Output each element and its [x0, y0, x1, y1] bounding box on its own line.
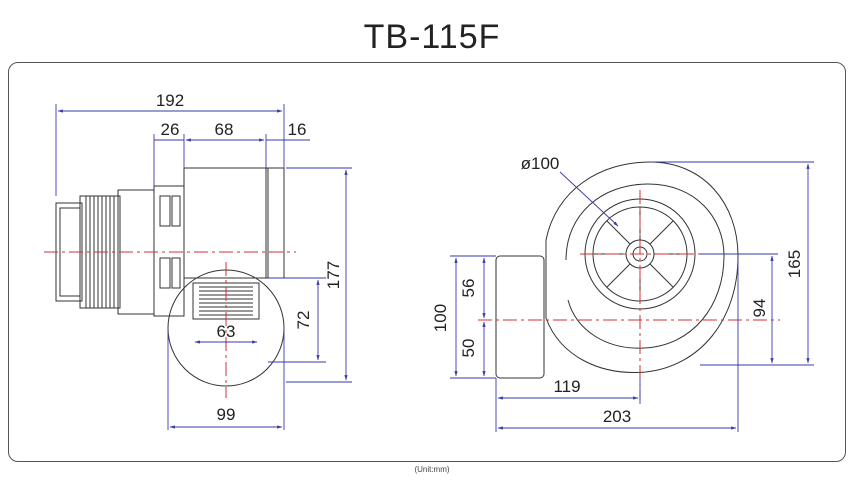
product-title: TB-115F	[363, 18, 501, 56]
dim-72-label: 72	[294, 311, 313, 330]
side-view	[44, 167, 296, 398]
dim-26-label: 26	[161, 120, 180, 139]
drawing-frame	[8, 62, 846, 462]
blower-housing	[167, 167, 285, 387]
dim-119-label: 119	[553, 377, 580, 396]
dim-203-label: 203	[603, 407, 631, 426]
dim-50-label: 50	[459, 339, 478, 358]
dim-177-label: 177	[324, 261, 343, 289]
dim-63-label: 63	[217, 322, 236, 341]
motor-body	[79, 185, 185, 317]
side-view-dimensions: 192 26 68 16 63 99 72 177	[55, 91, 352, 430]
dim-99-label: 99	[217, 405, 236, 424]
front-view	[478, 161, 780, 400]
dim-192-label: 192	[156, 91, 184, 110]
dim-16-label: 16	[288, 120, 307, 139]
front-view-dimensions: ø100 100 56 50 119 203 94 165	[431, 154, 814, 432]
dim-94-label: 94	[750, 299, 769, 318]
scroll-housing	[545, 161, 739, 374]
outlet-box	[495, 255, 545, 379]
dim-56-label: 56	[459, 279, 478, 298]
unit-note: (Unit:mm)	[414, 465, 450, 474]
dim-68-label: 68	[215, 120, 234, 139]
dim-diameter-label: ø100	[521, 154, 560, 173]
dim-100-label: 100	[431, 304, 450, 332]
dim-165-label: 165	[785, 250, 804, 278]
